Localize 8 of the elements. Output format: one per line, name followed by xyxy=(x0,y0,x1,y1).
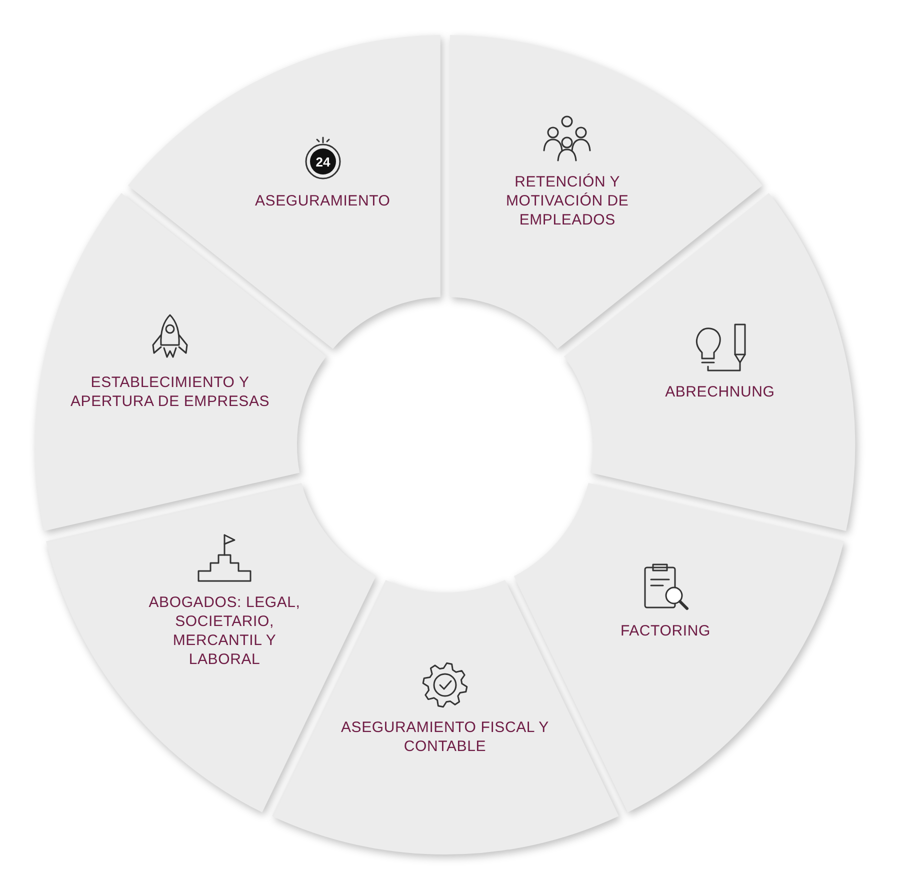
segment-label: FACTORING xyxy=(619,621,712,640)
icon-number: 24 xyxy=(315,154,330,170)
segment-label: ASEGURAMIENTO FISCAL Y CONTABLE xyxy=(340,718,550,756)
segment-label: ESTABLECIMIENTO Y APERTURA DE EMPRESAS xyxy=(69,373,271,412)
segment-label: RETENCIÓN Y MOTIVACIÓN DE EMPLEADOS xyxy=(504,172,630,230)
segment-label: ABOGADOS: LEGAL, SOCIETARIO, MERCANTIL Y LABORAL xyxy=(148,592,302,669)
segment-label: ABRECHNUNG xyxy=(664,382,776,402)
segment-label: ASEGURAMIENTO xyxy=(254,191,392,210)
